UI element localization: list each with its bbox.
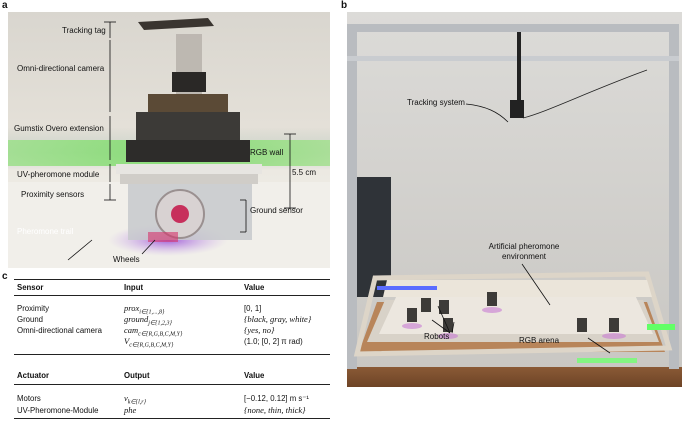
- callout-camera: Omni-directional camera: [17, 64, 105, 73]
- sensor-row-value: [0, 1]: [244, 304, 262, 313]
- sensor-row-input: proxi∈{1,...,8}: [124, 303, 165, 316]
- actuator-row-name: Motors: [17, 394, 41, 403]
- sensor-row-value: {black, gray, white}: [244, 314, 312, 324]
- sensor-row-value: {yes, no}: [244, 325, 275, 335]
- table-top-rule: [14, 279, 330, 280]
- callout-robots: Robots: [424, 332, 450, 341]
- sensor-row-input: camc∈{R,G,B,C,M,Y}: [124, 325, 183, 338]
- actuator-row-value: {none, thin, thick}: [244, 405, 306, 415]
- callout-pheromone-trail: Pheromone trail: [17, 227, 74, 236]
- actuator-header-value: Value: [244, 371, 265, 380]
- callout-wheels: Wheels: [113, 255, 140, 264]
- panel-label-c: c: [2, 271, 8, 282]
- callout-height: 5.5 cm: [292, 168, 317, 177]
- callout-lines-b: [431, 103, 611, 354]
- panel-label-b: b: [341, 0, 348, 11]
- sensor-header-rule: [14, 295, 330, 296]
- actuator-header-rule: [14, 384, 330, 385]
- callout-uv-module: UV-pheromone module: [17, 170, 100, 179]
- sensor-row-input: Vc∈{R,G,B,C,M,Y}: [124, 336, 174, 349]
- actuator-row-output: phe: [124, 405, 137, 415]
- actuator-row-output: vk∈{l,r}: [124, 393, 146, 406]
- callout-tracking-system: Tracking system: [407, 98, 465, 107]
- actuator-row-name: UV-Pheromone-Module: [17, 406, 99, 415]
- callout-ground-sensor: Ground sensor: [250, 206, 303, 215]
- sensor-row-input: groundj∈{1,2,3}: [124, 314, 172, 327]
- table-bottom-rule: [14, 418, 330, 419]
- arena-photo: [347, 12, 682, 387]
- actuator-row-value: [−0.12, 0.12] m s⁻¹: [244, 394, 310, 403]
- panel-label-a: a: [2, 0, 8, 11]
- callout-rgb-wall: RGB wall: [250, 148, 284, 157]
- sensor-header-input: Input: [124, 283, 144, 292]
- sensor-header-name: Sensor: [17, 283, 44, 292]
- actuator-header-output: Output: [124, 371, 150, 380]
- callout-rgb-arena: RGB arena: [519, 336, 560, 345]
- actuator-header-name: Actuator: [17, 371, 50, 380]
- callout-tracking-tag: Tracking tag: [62, 26, 106, 35]
- sensor-header-value: Value: [244, 283, 265, 292]
- callout-environment: Artificial pheromone environment: [488, 242, 560, 261]
- callout-lines-a: [67, 21, 296, 261]
- sensor-row-value: (1.0; [0, 2] π rad): [244, 337, 303, 346]
- callout-proximity: Proximity sensors: [21, 190, 85, 199]
- sensor-row-name: Ground: [17, 315, 44, 324]
- callout-gumstix: Gumstix Overo extension: [14, 124, 104, 133]
- sensor-row-name: Omni-directional camera: [17, 326, 102, 335]
- sensor-row-name: Proximity: [17, 304, 50, 313]
- robot-photo: [8, 12, 330, 268]
- sensor-bottom-rule: [14, 354, 330, 355]
